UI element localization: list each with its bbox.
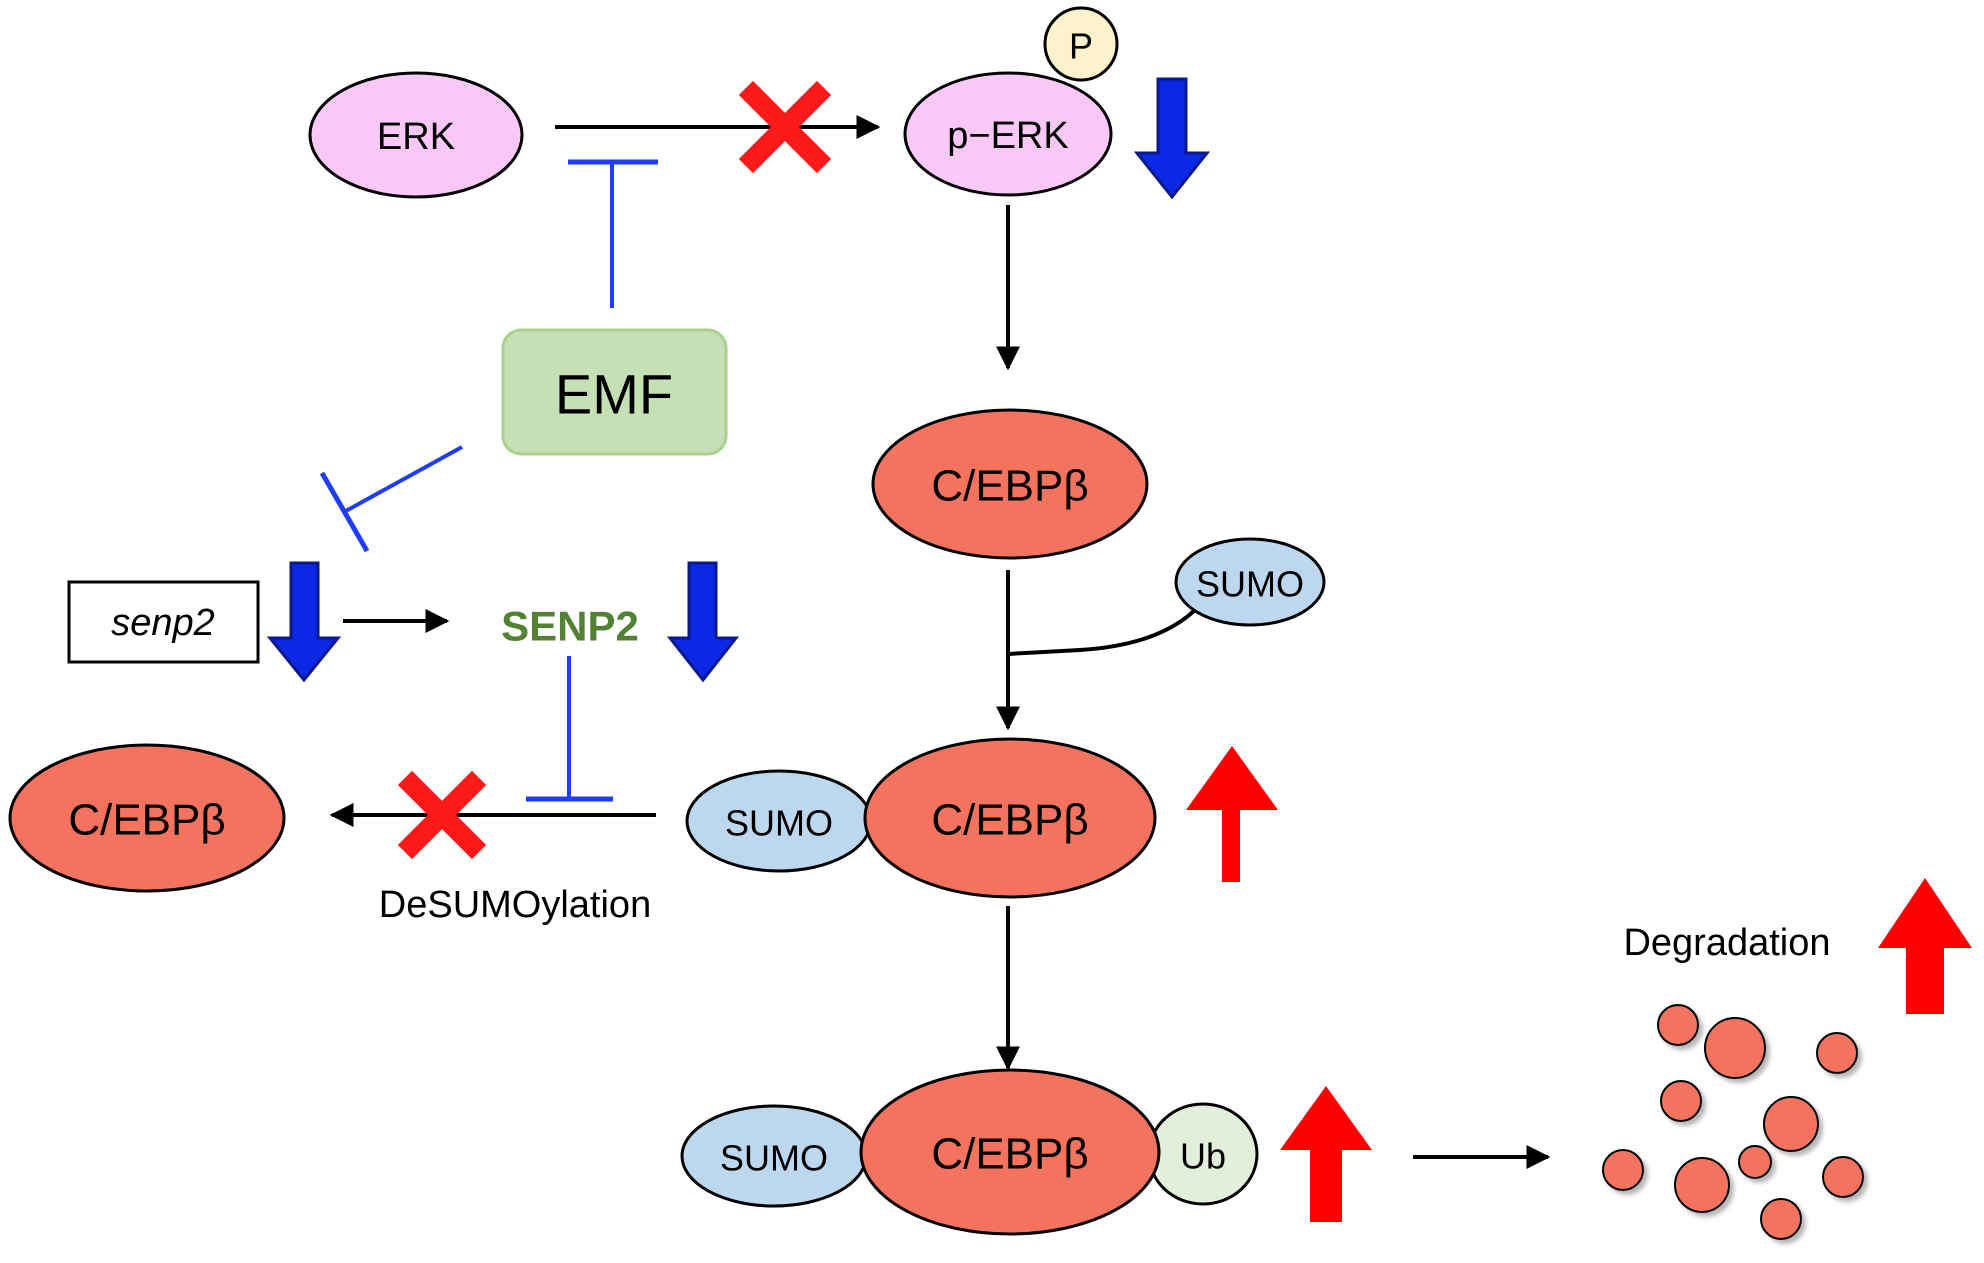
emf-inhibits-senp2-tbar (319, 445, 463, 553)
sumo-free-node: SUMO (1174, 537, 1326, 627)
senp2-protein-decrease-arrow-icon (666, 561, 740, 683)
sumo-free-label: SUMO (1196, 564, 1304, 605)
fragment (1760, 1198, 1802, 1240)
emf-label: EMF (555, 363, 673, 426)
cebpb-sumoylated-label: C/EBPβ (931, 796, 1088, 845)
erk-node: ERK (308, 71, 524, 199)
cebpb-ubiquitinated-up-arrow-icon (1280, 1086, 1372, 1222)
fragment (1738, 1145, 1772, 1179)
perk-label: p−ERK (947, 115, 1068, 157)
fragment (1602, 1149, 1644, 1191)
sumo-ub-complex-sumo-label: SUMO (720, 1138, 828, 1179)
cebpb-desumoylated-label: C/EBPβ (68, 796, 225, 845)
senp2-protein-label: SENP2 (501, 603, 639, 650)
erk-label: ERK (377, 116, 455, 158)
senp2-gene-label: senp2 (111, 602, 215, 644)
fragment (1704, 1017, 1766, 1079)
fragment (1822, 1156, 1864, 1198)
cebpb-ubiquitinated-node: C/EBPβ (859, 1068, 1161, 1236)
cebpb-main-label: C/EBPβ (931, 462, 1088, 511)
ub-label: Ub (1180, 1136, 1226, 1177)
erk-phosphorylation-block-x-icon (738, 80, 832, 174)
cebpb-sumoylated-up-arrow-icon (1186, 746, 1278, 882)
cebpb-ubiquitinated-label: C/EBPβ (931, 1130, 1088, 1179)
sumo-bound-label: SUMO (725, 803, 833, 844)
sumo-joining-line (1007, 606, 1199, 656)
fragment (1763, 1096, 1819, 1152)
degradation-fragments (1602, 1004, 1864, 1240)
fragment (1674, 1157, 1730, 1213)
fragment (1657, 1004, 1699, 1046)
fragment (1660, 1080, 1702, 1122)
phosphate-badge: P (1043, 6, 1119, 82)
perk-node: p−ERK (903, 71, 1113, 197)
cebpb-desumoylated-node: C/EBPβ (8, 743, 286, 893)
cebpb-main-node: C/EBPβ (871, 408, 1149, 560)
sumo-bound-node: SUMO (685, 769, 873, 873)
ub-node: Ub (1147, 1102, 1259, 1206)
cebpb-sumoylated-node: C/EBPβ (863, 737, 1157, 899)
emf-node: EMF (501, 328, 728, 456)
desumoylation-block-x-icon (397, 770, 487, 860)
senp2-gene-node: senp2 (67, 580, 260, 664)
fragment (1816, 1032, 1858, 1074)
perk-decrease-arrow-icon (1133, 77, 1211, 200)
desumoylation-label: DeSUMOylation (379, 884, 651, 926)
emf-inhibits-erk-tbar (568, 159, 658, 308)
senp2-inhibits-desumoylation-tbar (526, 656, 613, 802)
phosphate-label: P (1069, 26, 1093, 67)
degradation-label: Degradation (1623, 922, 1830, 964)
degradation-up-arrow-icon (1878, 878, 1972, 1014)
sumo-ub-complex-sumo-node: SUMO (680, 1104, 868, 1208)
senp2-gene-decrease-arrow-icon (266, 561, 342, 683)
